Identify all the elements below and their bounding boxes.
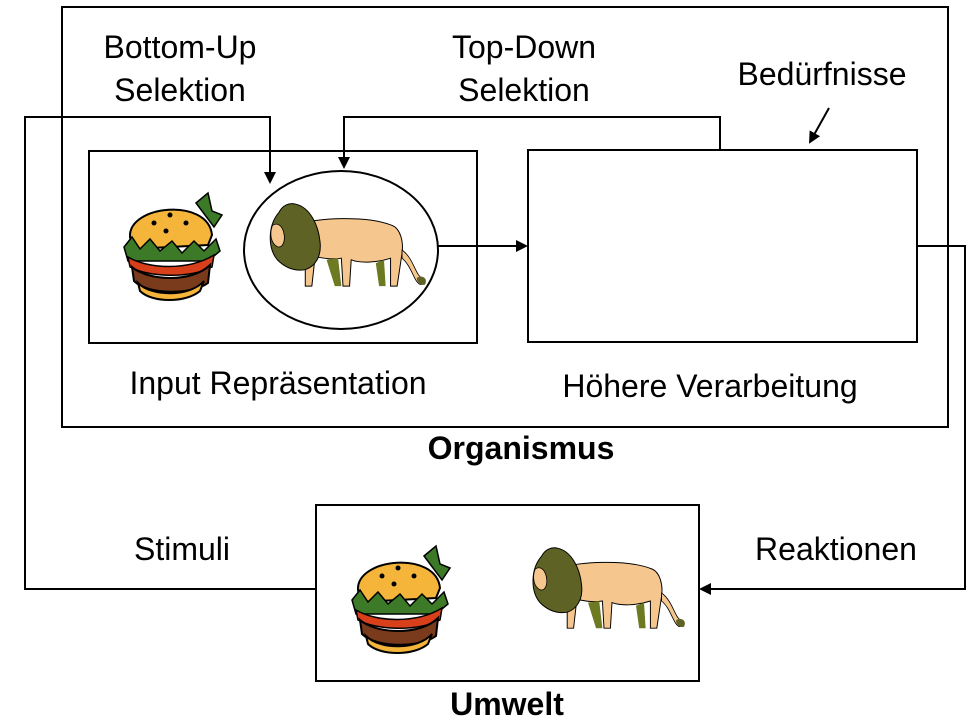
burger-icon	[352, 546, 450, 653]
organism-label: Organismus	[428, 430, 615, 466]
stimuli-label: Stimuli	[134, 531, 230, 567]
bottom-up-label-line1: Bottom-Up	[104, 29, 257, 65]
top-down-label-line2: Selektion	[458, 72, 590, 108]
reactions-label: Reaktionen	[755, 531, 917, 567]
top-down-arrow	[344, 117, 720, 167]
environment-label: Umwelt	[450, 686, 564, 722]
higher-processing-box	[528, 150, 917, 342]
input-representation-label: Input Repräsentation	[129, 365, 426, 401]
needs-label: Bedürfnisse	[738, 56, 907, 92]
higher-processing-label: Höhere Verarbeitung	[562, 368, 857, 404]
burger-icon	[124, 193, 222, 300]
lion-icon	[270, 204, 426, 286]
top-down-label-line1: Top-Down	[452, 29, 596, 65]
needs-arrow	[810, 108, 829, 142]
bottom-up-label-line2: Selektion	[114, 72, 246, 108]
lion-icon	[533, 548, 685, 628]
bottom-up-arrow	[25, 117, 316, 589]
